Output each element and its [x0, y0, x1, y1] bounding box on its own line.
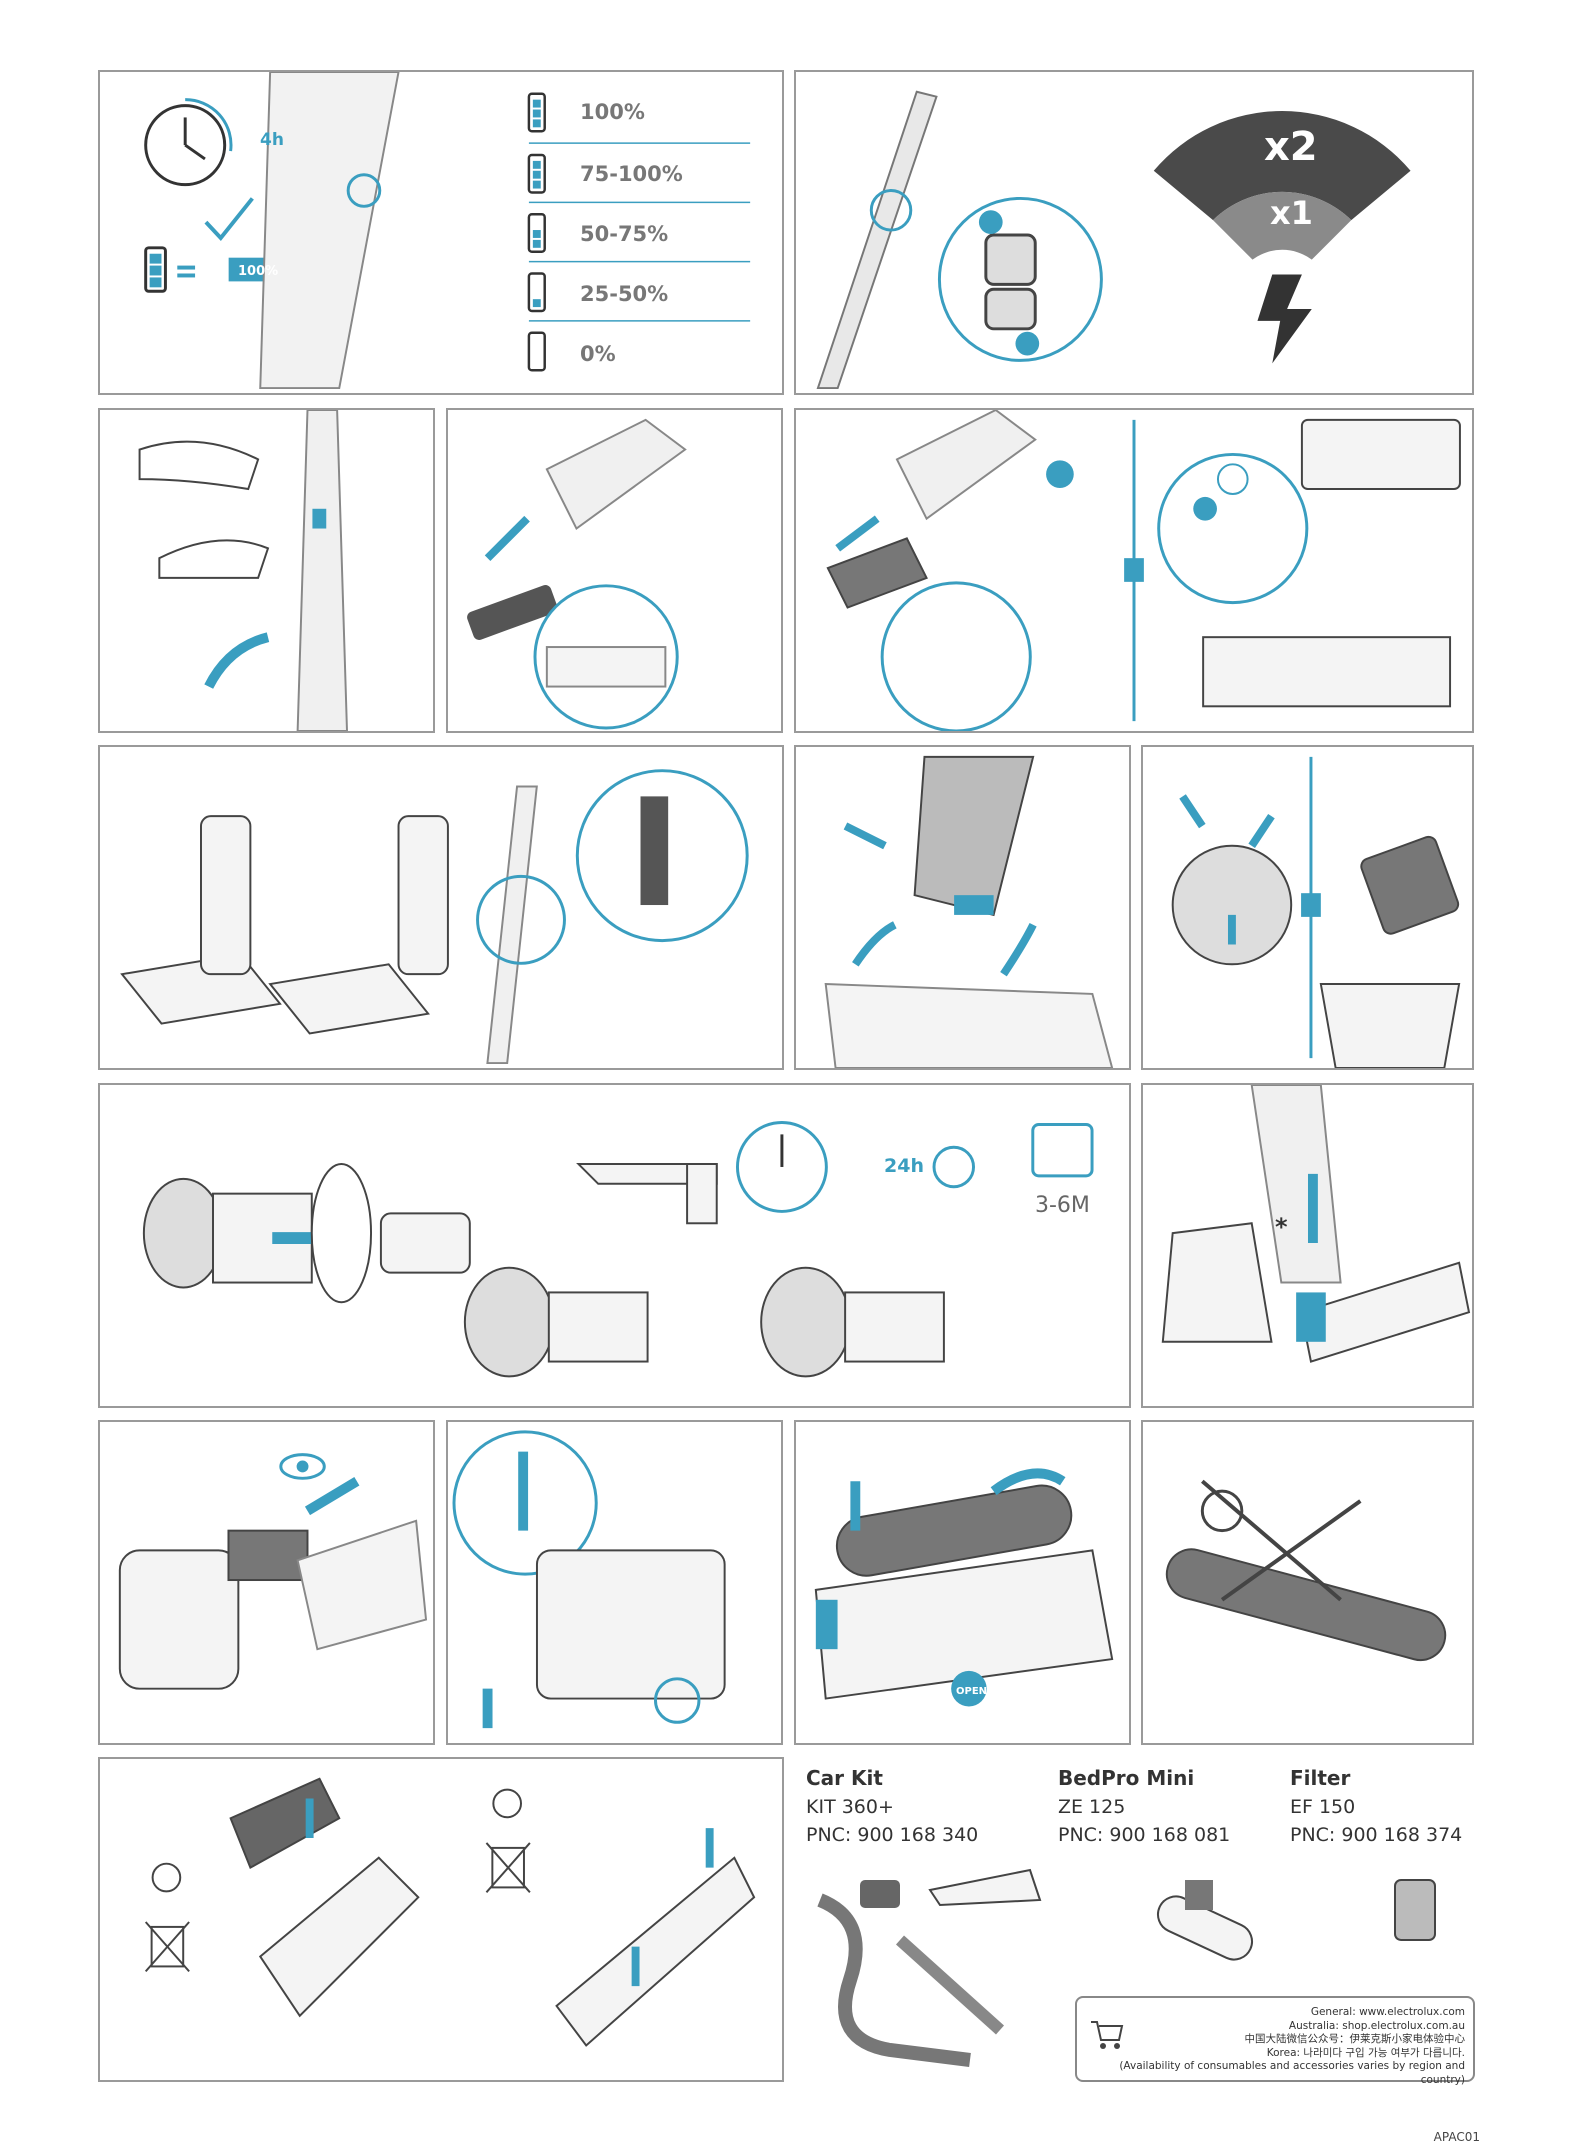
dispose-illustration: [1171, 756, 1461, 1068]
recycle-icon: [151, 1862, 182, 1893]
accessory-code: EF 150: [1290, 1796, 1356, 1818]
vacuum-handle: [259, 72, 400, 390]
panel-recycling: [98, 1757, 784, 2082]
weee-bin-icon: [491, 1846, 525, 1889]
accessory-pnc: PNC: 900 168 081: [1058, 1824, 1231, 1846]
mode-high-label: x2: [1264, 124, 1318, 170]
battery-level-0: 0%: [580, 342, 616, 366]
battery-level-25-50: 25-50%: [580, 282, 669, 306]
battery-level-100: 100%: [580, 100, 645, 124]
open-badge: [951, 1670, 987, 1707]
charge-time-label: 4h: [260, 130, 284, 150]
panel-cut-hair: [1141, 1420, 1474, 1745]
clock-icon: [144, 104, 227, 187]
inspect-illustration: [118, 1453, 428, 1690]
lightning-icon: [1257, 274, 1312, 364]
mode-button: [984, 287, 1037, 331]
recycling-illustration: [144, 1777, 756, 2047]
shop-china: 中国大陆微信公众号：伊莱克斯小家电体验中心: [1244, 2033, 1466, 2045]
level-battery-icons: [527, 92, 546, 372]
panel-inspect-nozzle: [98, 1420, 435, 1745]
charging-illustration: [144, 72, 751, 390]
panel-power-modes: x2 x1: [794, 70, 1474, 395]
accessory-pnc: PNC: 900 168 374: [1290, 1824, 1463, 1846]
mode-low-label: x1: [1270, 194, 1313, 232]
clock-icon: [735, 1121, 828, 1213]
stand-illustration: [120, 769, 749, 1065]
panel-charging: 4h 100% 100% 75-100% 50-75% 25-50% 0%: [98, 70, 784, 395]
weee-bin-icon: [150, 1925, 185, 1968]
charged-badge-label: 100%: [238, 264, 279, 279]
car-kit-image: [817, 1868, 1042, 2067]
eye-icon: [279, 1453, 326, 1480]
sun-icon: [932, 1145, 976, 1189]
low-power-arc: [1213, 191, 1352, 260]
star-mark: *: [1275, 1213, 1288, 1241]
accessory-name: BedPro Mini: [1058, 1766, 1195, 1790]
vacuum-handle: [816, 90, 938, 390]
crevice-illustration: [467, 418, 687, 730]
panel-bedpro-uv: UV: [794, 408, 1474, 733]
power-icon: [1046, 460, 1074, 489]
rotate-arrow: [204, 632, 270, 689]
shop-note: (Availability of consumables and accesso…: [1119, 2060, 1465, 2086]
panel-remove-obstruction: [446, 1420, 783, 1745]
zoom-circle: [1157, 452, 1309, 605]
panel-park-position: *: [1141, 1083, 1474, 1408]
dry-time-label: 24h: [884, 1155, 924, 1177]
filter-interval-label: 3-6M: [1035, 1193, 1090, 1218]
panel-open-brushroll: OPEN: [794, 1420, 1131, 1745]
accessory-name: Filter: [1290, 1766, 1351, 1790]
progress-arc: [185, 98, 233, 152]
shopping-cart-icon: [1091, 2021, 1124, 2049]
panel-detach-handheld: [98, 408, 435, 733]
accessory-pnc: PNC: 900 168 340: [806, 1824, 979, 1846]
shop-general: General: www.electrolux.com: [1310, 2006, 1465, 2018]
accessory-bedpro-mini: BedPro Mini ZE 125 PNC: 900 168 081: [1058, 1766, 1230, 1846]
obstruction-illustration: [452, 1430, 726, 1729]
calendar-icon: [1031, 1123, 1094, 1178]
high-power-arc: [1153, 111, 1411, 221]
dustbin-illustration: [824, 755, 1114, 1068]
accessory-illustrations: [817, 1868, 1436, 2067]
next-arrow-icon: [1301, 893, 1321, 917]
detach-illustration: [138, 410, 348, 731]
accessory-name: Car Kit: [806, 1766, 883, 1790]
accessory-car-kit: Car Kit KIT 360+ PNC: 900 168 340: [806, 1766, 978, 1846]
battery-level-50-75: 50-75%: [580, 222, 669, 246]
zoom-circle: [880, 581, 1032, 731]
power-button: [984, 233, 1037, 286]
scissors-icon: [1201, 1479, 1342, 1602]
bedpro-mini-image: [1156, 1880, 1254, 1961]
mode-icon: [1015, 331, 1040, 356]
power-icon: [978, 210, 1003, 234]
brushroll-illustration: [814, 1468, 1114, 1707]
accessory-code: KIT 360+: [806, 1796, 894, 1818]
cut-hair-illustration: [1165, 1479, 1447, 1662]
shop-australia: Australia: shop.electrolux.com.au: [1288, 2019, 1465, 2032]
park-illustration: [1161, 1085, 1471, 1363]
panel-dispose-dirt: [1141, 745, 1474, 1070]
power-mode-illustration: [816, 90, 1411, 390]
panel-empty-dust-bin: [794, 745, 1131, 1070]
panel-remove-from-stand: [98, 745, 784, 1070]
shop-info-box: General: www.electrolux.com Australia: s…: [1075, 1996, 1475, 2086]
uv-illustration: [826, 410, 1461, 731]
document-code: APAC01: [1433, 2130, 1480, 2144]
level-dividers: [528, 142, 751, 322]
accessory-code: ZE 125: [1058, 1796, 1126, 1818]
filter-illustration: [142, 1121, 1094, 1378]
panel-crevice-tool: [446, 408, 783, 733]
shop-korea: Korea: 나라미다 구입 가능 여부가 다릅니다.: [1266, 2046, 1465, 2059]
panel-filter-cleaning: 24h 3-6M: [98, 1083, 1131, 1408]
filter-image: [1394, 1879, 1436, 1941]
next-arrow-icon: [1124, 558, 1144, 582]
check-icon: [204, 197, 254, 241]
open-label: OPEN: [956, 1686, 988, 1697]
battery-level-75-100: 75-100%: [580, 162, 683, 186]
battery-icon: [144, 246, 167, 293]
accessory-filter: Filter EF 150 PNC: 900 168 374: [1290, 1766, 1462, 1846]
recycle-icon: [492, 1788, 522, 1819]
